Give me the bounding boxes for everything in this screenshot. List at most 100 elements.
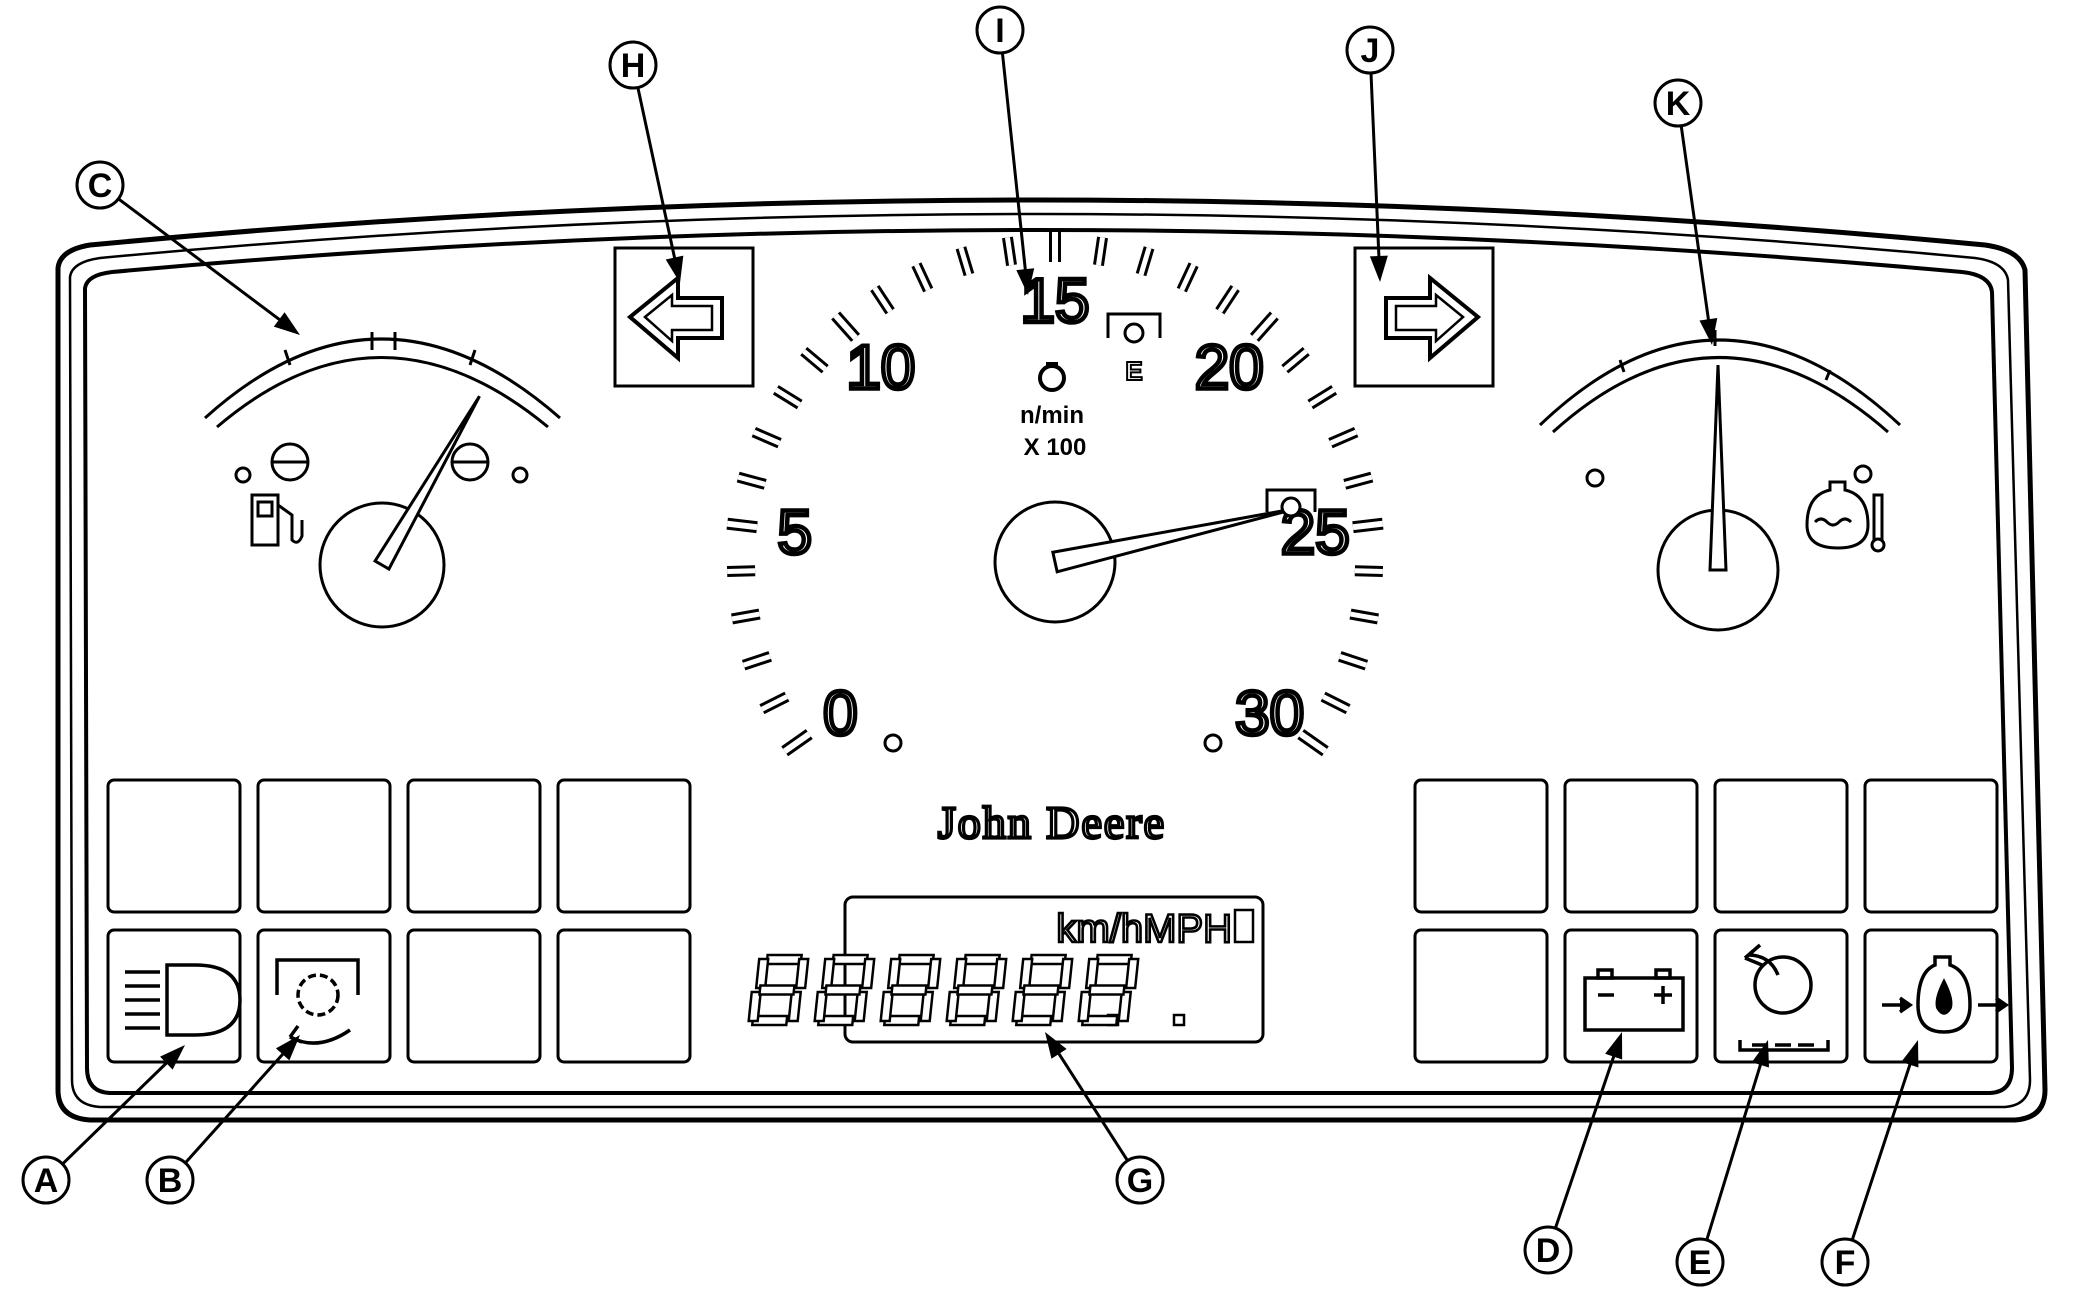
lcd-segment <box>794 957 810 990</box>
indicator-cell <box>256 778 392 914</box>
tachometer-scale-label: 30 <box>1235 679 1304 748</box>
tachometer-ticks <box>726 232 1384 757</box>
pto-marker-label: E <box>1125 356 1142 386</box>
lcd-unit-indicator-icon <box>1233 908 1255 944</box>
tachometer-tick-inner <box>1350 611 1379 622</box>
lcd-segment <box>860 957 876 990</box>
tachometer-scale-label: 5 <box>778 499 812 568</box>
coolant-hot-dot <box>1853 464 1873 484</box>
fuel-empty-icon <box>234 442 310 484</box>
lcd-segment <box>831 953 870 966</box>
lcd-segment <box>952 957 968 990</box>
fuel-gauge-needle <box>372 395 481 572</box>
lcd-segment <box>919 990 935 1023</box>
pto-speed-marker-2-icon <box>1265 488 1317 518</box>
callout-f: F <box>1820 1040 1919 1287</box>
callout-letter: J <box>1361 32 1380 70</box>
callout-leader-line <box>1051 1042 1129 1161</box>
engine-rpm-icon <box>1038 362 1066 392</box>
lcd-segment <box>886 957 902 990</box>
lcd-digit <box>813 953 876 1027</box>
callout-arrowhead <box>275 1035 300 1061</box>
tachometer-scale-label: 15 <box>1021 267 1090 336</box>
lcd-segment <box>754 957 770 990</box>
tachometer-tick-inner <box>958 247 972 276</box>
callout-leader-line <box>1001 53 1029 282</box>
lcd-digit <box>1011 953 1074 1027</box>
lcd-segment <box>926 957 942 990</box>
tachometer-tick-inner <box>1299 731 1328 754</box>
tachometer-tick-inner <box>727 568 756 575</box>
callout-i: I <box>975 5 1035 295</box>
tachometer-tick-inner <box>726 520 758 531</box>
callout-letter: D <box>1536 1232 1561 1270</box>
tachometer-low-dot <box>883 733 903 753</box>
tachometer-tick-inner <box>774 387 801 407</box>
callout-leader-line <box>118 198 290 328</box>
lcd-decimal-point <box>1172 1013 1186 1027</box>
callout-letter: K <box>1666 85 1691 123</box>
glow-plug-icon <box>1738 943 1830 1052</box>
lcd-segment <box>813 990 829 1023</box>
tachometer-tick-inner <box>1096 237 1106 266</box>
tachometer-tick-inner <box>782 731 811 754</box>
callout-arrowhead <box>1016 268 1035 295</box>
left-turn-indicator <box>613 246 755 388</box>
callout-letter: A <box>34 1162 59 1200</box>
callout-arrowhead <box>665 255 684 283</box>
coolant-temperature-icon <box>1805 480 1886 553</box>
callout-arrowhead <box>1605 1032 1623 1060</box>
callout-circle <box>1115 1155 1165 1205</box>
lcd-segment <box>747 990 763 1023</box>
indicator-cell <box>106 928 242 1064</box>
callout-j: J <box>1345 25 1395 282</box>
callout-b: B <box>145 1035 300 1205</box>
tachometer-tick-inner <box>1138 247 1152 276</box>
tachometer-tick-inner <box>752 429 781 446</box>
right-arrow-icon <box>1384 273 1482 363</box>
indicator-cell <box>556 928 692 1064</box>
indicator-cell <box>1863 928 1999 1064</box>
oil-pressure-icon <box>1882 955 2010 1034</box>
callout-circle <box>1675 1237 1725 1287</box>
indicator-cell <box>1413 778 1549 914</box>
callout-letter: B <box>158 1162 183 1200</box>
tachometer-tick-inner <box>833 313 858 340</box>
lcd-digit <box>945 953 1008 1027</box>
tachometer-tick-inner <box>1352 520 1384 531</box>
lcd-segment <box>824 984 862 996</box>
tachometer-tick-inner <box>1344 474 1373 487</box>
callout-g: G <box>1045 1032 1165 1205</box>
fuel-gauge-arc <box>203 332 561 429</box>
lcd-segment <box>787 990 803 1023</box>
callout-leader-line <box>1679 126 1712 332</box>
lcd-segment <box>1029 953 1068 966</box>
lcd-segment <box>992 957 1008 990</box>
tachometer-tick-inner <box>914 263 931 292</box>
callout-arrowhead <box>160 1045 185 1070</box>
indicator-cell <box>1713 928 1849 1064</box>
coolant-gauge-arc <box>1538 330 1902 434</box>
tachometer-tick-inner <box>1217 286 1238 313</box>
tachometer-scale-label: 10 <box>846 333 915 402</box>
lcd-segment <box>1018 957 1034 990</box>
tachometer-unit-line2: X 100 <box>1024 434 1087 461</box>
callout-e: E <box>1675 1040 1769 1287</box>
tachometer-tick-inner <box>1252 313 1277 340</box>
callout-letter: C <box>88 167 113 205</box>
lcd-segment <box>1124 957 1140 990</box>
callout-circle <box>145 1155 195 1205</box>
callout-leader-line <box>62 1053 177 1165</box>
tachometer-tick-inner <box>737 474 766 487</box>
callout-arrowhead <box>1045 1032 1067 1059</box>
callout-leader-line <box>1851 1052 1916 1240</box>
callout-circle <box>75 160 125 210</box>
right-indicator-grid <box>1413 778 1999 1064</box>
cluster-housing <box>55 197 2048 1123</box>
lcd-segment <box>1084 957 1100 990</box>
headlight-icon <box>125 963 242 1037</box>
lcd-segment <box>945 990 961 1023</box>
